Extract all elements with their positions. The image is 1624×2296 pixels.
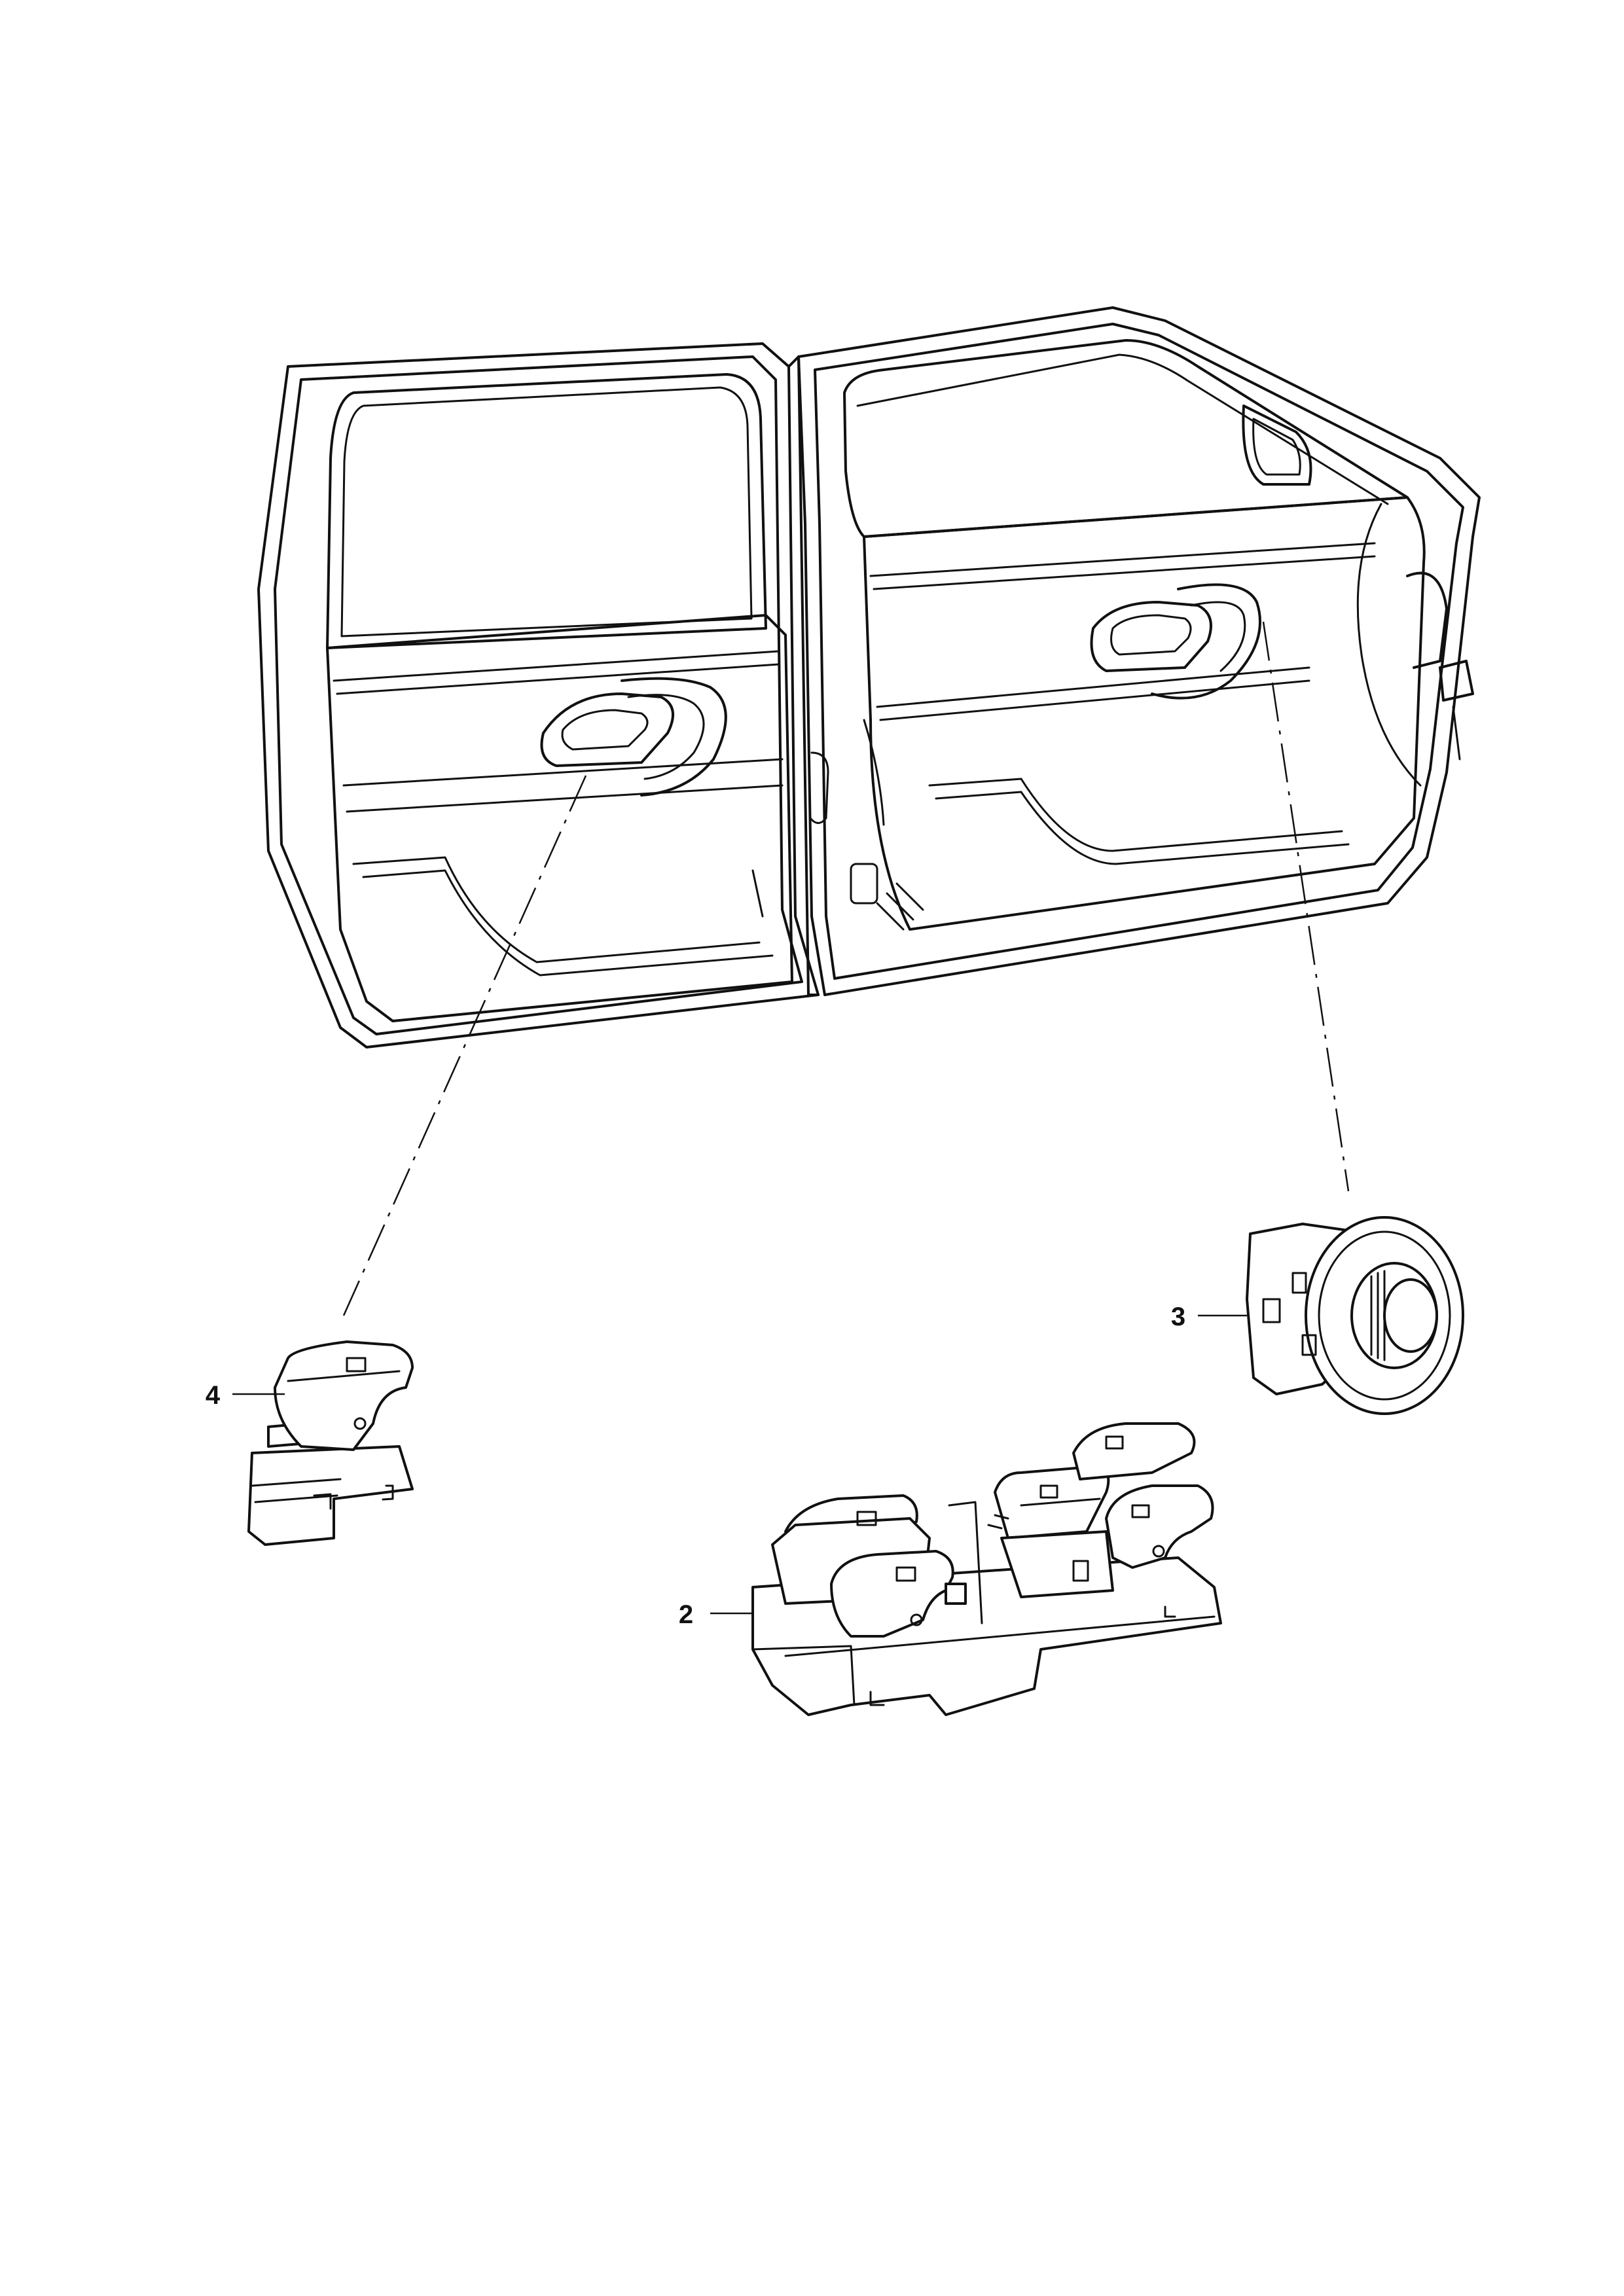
callout-2-label: 2	[679, 1600, 693, 1629]
mirror-adjust-switch	[1246, 1216, 1464, 1415]
single-window-switch	[247, 1340, 414, 1546]
mirror-switch-leader	[1262, 621, 1350, 1192]
door-striker	[809, 751, 829, 824]
b-pillar	[787, 355, 820, 996]
callout-3: 3	[1171, 1302, 1247, 1331]
rear-door	[257, 342, 820, 1049]
door-assembly	[257, 306, 1481, 1049]
callout-3-label: 3	[1171, 1302, 1185, 1331]
callout-2: 2	[679, 1600, 753, 1629]
callout-4: 4	[206, 1381, 285, 1410]
rear-switch-leader	[342, 775, 587, 1316]
callout-4-label: 4	[206, 1381, 221, 1410]
master-window-switch	[751, 1422, 1222, 1716]
front-door	[797, 306, 1481, 996]
